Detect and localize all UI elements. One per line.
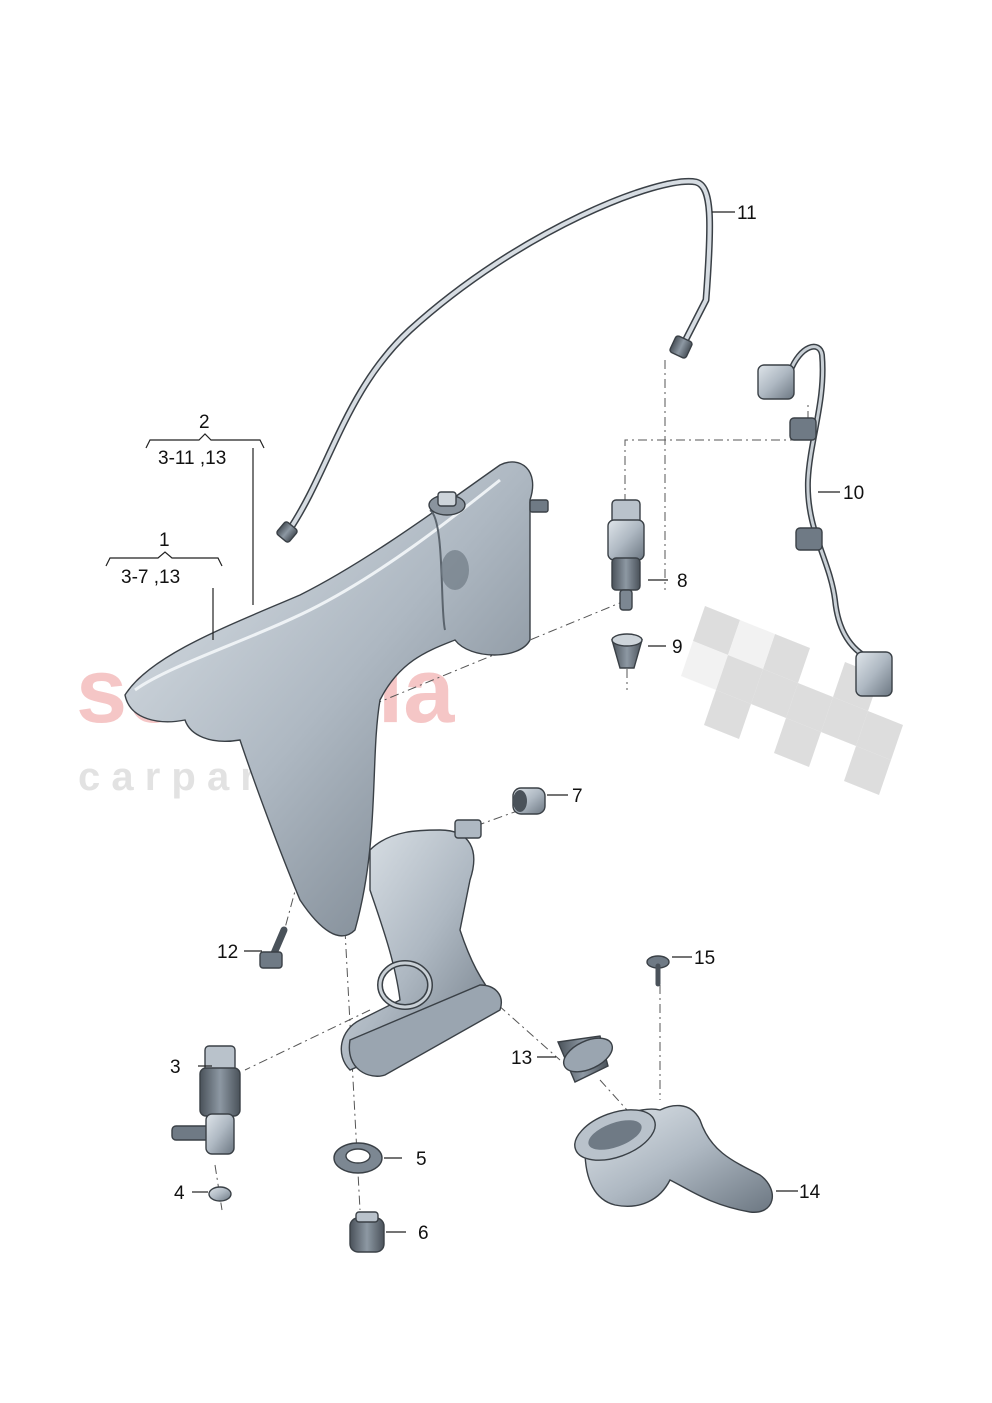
bolt-12 xyxy=(259,926,288,969)
callout-7: 7 xyxy=(572,786,583,807)
callout-1-label: 1 xyxy=(159,530,170,551)
wiring-harness-10 xyxy=(757,343,893,697)
callout-5: 5 xyxy=(416,1149,427,1170)
callout-2-label: 2 xyxy=(199,412,210,433)
callouts: 3 4 5 6 7 8 9 10 11 12 13 14 15 xyxy=(170,203,864,1244)
callout-6: 6 xyxy=(418,1223,429,1244)
seal-ring-5 xyxy=(333,1142,383,1174)
callout-2-group: 2 3-11 ,13 xyxy=(145,412,265,605)
checkered-flag-icon xyxy=(681,606,903,795)
callout-12: 12 xyxy=(217,942,238,963)
sleeve-13 xyxy=(556,1035,613,1083)
callout-3: 3 xyxy=(170,1057,181,1078)
grommet-9 xyxy=(611,633,643,669)
washer-hose-11 xyxy=(276,177,714,543)
callout-2-sub: 3-11 ,13 xyxy=(158,448,226,469)
callout-1-sub: 3-7 ,13 xyxy=(121,567,180,588)
level-sensor-6 xyxy=(349,1211,385,1253)
callout-1-group: 1 3-7 ,13 xyxy=(105,530,223,640)
callout-8: 8 xyxy=(677,571,688,592)
washer-pump-3 xyxy=(171,1045,241,1155)
callout-4: 4 xyxy=(174,1183,185,1204)
callout-14: 14 xyxy=(799,1182,821,1203)
callout-13: 13 xyxy=(511,1048,532,1069)
filler-neck-14 xyxy=(574,1104,773,1213)
callout-11: 11 xyxy=(737,203,757,224)
callout-15: 15 xyxy=(694,948,715,969)
callout-10: 10 xyxy=(843,483,864,504)
washer-pump-8 xyxy=(607,499,645,611)
washer-fluid-reservoir xyxy=(124,461,549,1077)
grommet-4 xyxy=(208,1186,232,1202)
callout-9: 9 xyxy=(672,637,683,658)
sleeve-7 xyxy=(512,787,546,815)
screw-15 xyxy=(646,955,670,987)
